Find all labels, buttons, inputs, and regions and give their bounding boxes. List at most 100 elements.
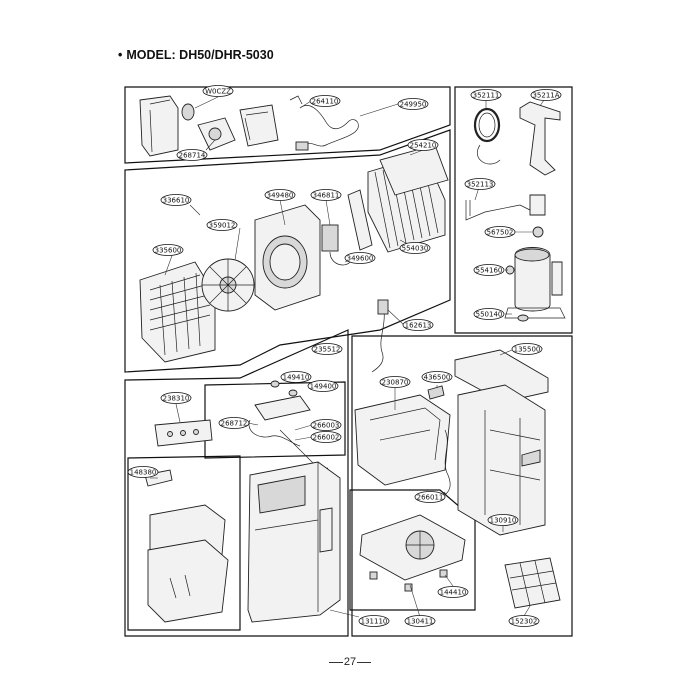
control-pcb bbox=[254, 395, 311, 421]
hose-fitting-436500 bbox=[427, 385, 445, 400]
part-label-130411: 130411 bbox=[404, 615, 436, 627]
cabinet-window bbox=[257, 475, 306, 514]
part-label-254210: 254210 bbox=[407, 139, 439, 151]
panel-knob-2 bbox=[180, 430, 186, 436]
part-label-249950: 249950 bbox=[397, 98, 429, 110]
svg-text:249950: 249950 bbox=[400, 101, 427, 109]
part-label-359012: 359012 bbox=[206, 219, 238, 231]
svg-text:152302: 152302 bbox=[511, 618, 538, 626]
hose-ring-inner bbox=[478, 112, 496, 138]
svg-text:359012: 359012 bbox=[209, 222, 236, 230]
part-label-268712: 268712 bbox=[218, 417, 250, 429]
drain-hose-266011 bbox=[444, 429, 451, 495]
drain-pan-inner bbox=[369, 407, 441, 461]
part-label-144410: 144410 bbox=[437, 586, 469, 598]
cord-clamp bbox=[289, 95, 303, 105]
part-label-268714: 268714 bbox=[176, 149, 208, 161]
svg-text:352113: 352113 bbox=[467, 181, 494, 189]
panel-knob-3 bbox=[193, 429, 199, 435]
svg-text:130411: 130411 bbox=[407, 618, 434, 626]
part-label-336610: 336610 bbox=[160, 194, 192, 206]
svg-text:149400: 149400 bbox=[310, 383, 337, 391]
part-label-554160: 554160 bbox=[473, 264, 505, 276]
rear-cabinet bbox=[457, 384, 546, 536]
svg-text:35211A: 35211A bbox=[532, 92, 559, 100]
scroll-inlet-inner bbox=[269, 243, 301, 281]
shroud-grid bbox=[149, 272, 211, 356]
part-label-567502: 567502 bbox=[484, 226, 516, 238]
svg-text:266003: 266003 bbox=[313, 422, 340, 430]
leader-268714 bbox=[205, 139, 216, 151]
compressor-accumulator bbox=[551, 261, 563, 296]
svg-text:148380: 148380 bbox=[130, 469, 157, 477]
rear-handle bbox=[521, 449, 541, 467]
part-label-230870: 230870 bbox=[379, 376, 411, 388]
svg-text:131110: 131110 bbox=[361, 618, 388, 626]
part-label-349600: 349600 bbox=[344, 252, 376, 264]
leader-266002 bbox=[294, 436, 313, 441]
part-label-266003: 266003 bbox=[310, 419, 342, 431]
bottom-right-parts bbox=[354, 299, 561, 609]
part-label-162613: 162613 bbox=[402, 319, 434, 331]
svg-text:268714: 268714 bbox=[179, 152, 206, 160]
part-label-148380: 148380 bbox=[127, 466, 159, 478]
part-label-352111: 352111 bbox=[470, 89, 502, 101]
leader-336610 bbox=[189, 204, 201, 216]
part-label-130910: 130910 bbox=[487, 514, 519, 526]
compressor-base bbox=[504, 307, 566, 319]
leader-346811 bbox=[325, 199, 331, 226]
pipe-tail bbox=[477, 144, 501, 165]
part-label-436500: 436500 bbox=[421, 371, 453, 383]
capillary-cap bbox=[529, 194, 546, 216]
compressor-foot bbox=[517, 314, 529, 322]
cover-panel bbox=[139, 95, 179, 157]
top-cover-135500 bbox=[454, 349, 549, 403]
panel-knob-1 bbox=[167, 431, 173, 437]
page-number-dash-right bbox=[357, 661, 372, 663]
svg-text:349600: 349600 bbox=[347, 255, 374, 263]
svg-text:352111: 352111 bbox=[473, 92, 500, 100]
svg-text:230870: 230870 bbox=[382, 379, 409, 387]
part-label-w0czz: W0CZZ bbox=[202, 85, 234, 97]
frame-plate-detail bbox=[244, 111, 269, 141]
leader-35211a bbox=[539, 99, 545, 107]
leader-359012 bbox=[234, 227, 241, 261]
filter-grid bbox=[509, 560, 557, 607]
switch-149400 bbox=[288, 389, 298, 397]
part-label-149400: 149400 bbox=[307, 380, 339, 392]
part-label-266011: 266011 bbox=[414, 491, 446, 503]
cord-plug bbox=[295, 141, 309, 151]
filter-152302 bbox=[504, 557, 561, 609]
part-label-335600: 335600 bbox=[152, 244, 184, 256]
part-label-149410: 149410 bbox=[280, 371, 312, 383]
part-label-238310: 238310 bbox=[160, 392, 192, 404]
cover-fold bbox=[149, 99, 171, 153]
pipe-352113 bbox=[465, 200, 531, 221]
sensor-162613 bbox=[377, 299, 389, 315]
part-label-152302: 152302 bbox=[508, 615, 540, 627]
leader-w0czz bbox=[194, 96, 219, 109]
page-number: 27 bbox=[0, 656, 700, 668]
hose-ring-outer bbox=[473, 107, 501, 143]
svg-text:336610: 336610 bbox=[163, 197, 190, 205]
page-title: •MODEL: DH50/DHR-5030 bbox=[118, 48, 274, 62]
svg-text:266002: 266002 bbox=[313, 434, 340, 442]
section-frames bbox=[124, 86, 573, 637]
part-label-346811: 346811 bbox=[310, 189, 342, 201]
frame-plate bbox=[239, 104, 279, 147]
svg-text:144410: 144410 bbox=[440, 589, 467, 597]
caster-3 bbox=[439, 569, 448, 578]
power-cord bbox=[299, 105, 359, 147]
leader-162613 bbox=[387, 309, 405, 326]
leader-264110 bbox=[299, 100, 312, 109]
svg-text:238310: 238310 bbox=[163, 395, 190, 403]
leader-268712 bbox=[247, 422, 259, 426]
part-label-235512: 235512 bbox=[311, 343, 343, 355]
front-bucket bbox=[147, 539, 229, 623]
part-label-264110: 264110 bbox=[309, 95, 341, 107]
svg-text:335600: 335600 bbox=[155, 247, 182, 255]
frame-bottom-right bbox=[351, 335, 573, 637]
wire-162613 bbox=[371, 311, 385, 373]
page-number-dash-left bbox=[328, 661, 343, 663]
